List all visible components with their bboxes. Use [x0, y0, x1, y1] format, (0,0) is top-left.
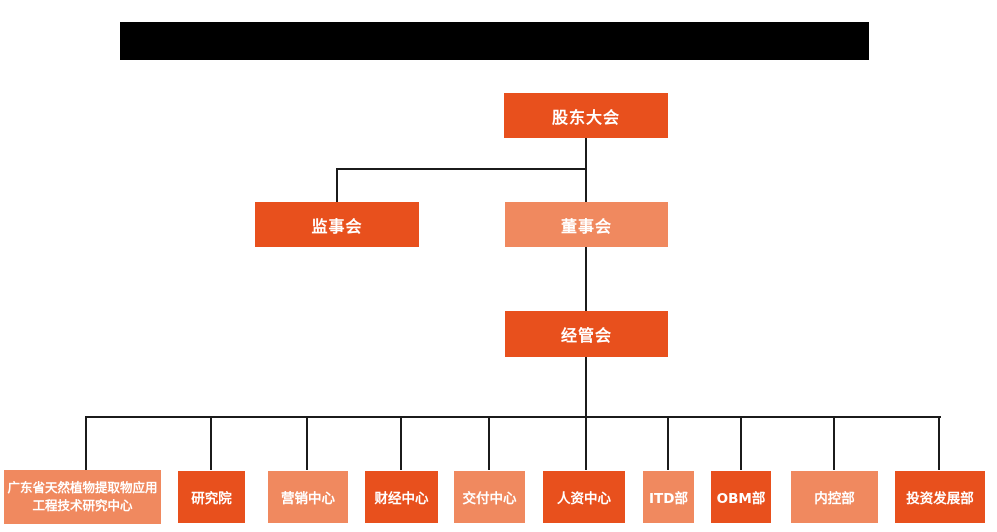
connector-line: [585, 138, 587, 170]
node-finance-center: 财经中心: [365, 471, 438, 523]
connector-line: [740, 416, 742, 470]
node-internal-control-department: 内控部: [791, 471, 878, 523]
node-management-committee: 经管会: [505, 311, 668, 357]
connector-line: [336, 168, 587, 170]
connector-line: [833, 416, 835, 470]
node-shareholders-meeting: 股东大会: [504, 93, 668, 138]
connector-line: [938, 416, 940, 470]
connector-line: [400, 416, 402, 470]
connector-line: [488, 416, 490, 470]
connector-line: [210, 416, 212, 470]
connector-line: [585, 168, 587, 202]
connector-line: [585, 416, 587, 470]
connector-line: [667, 416, 669, 470]
node-research-institute: 研究院: [178, 471, 245, 523]
node-research-center: 广东省天然植物提取物应用工程技术研究中心: [4, 470, 161, 524]
connector-line: [585, 357, 587, 417]
connector-line: [306, 416, 308, 470]
connector-line: [85, 416, 87, 470]
node-obm-department: OBM部: [711, 471, 771, 523]
node-investment-development-department: 投资发展部: [895, 471, 985, 523]
node-itd-department: ITD部: [643, 471, 694, 523]
node-board-of-directors: 董事会: [505, 202, 668, 247]
node-marketing-center: 营销中心: [268, 471, 348, 523]
node-hr-center: 人资中心: [543, 471, 625, 523]
connector-line: [85, 416, 941, 418]
connector-line: [585, 247, 587, 311]
node-supervisory-board: 监事会: [255, 202, 419, 247]
redacted-title-bar: [120, 22, 869, 60]
node-delivery-center: 交付中心: [454, 471, 525, 523]
connector-line: [336, 168, 338, 202]
